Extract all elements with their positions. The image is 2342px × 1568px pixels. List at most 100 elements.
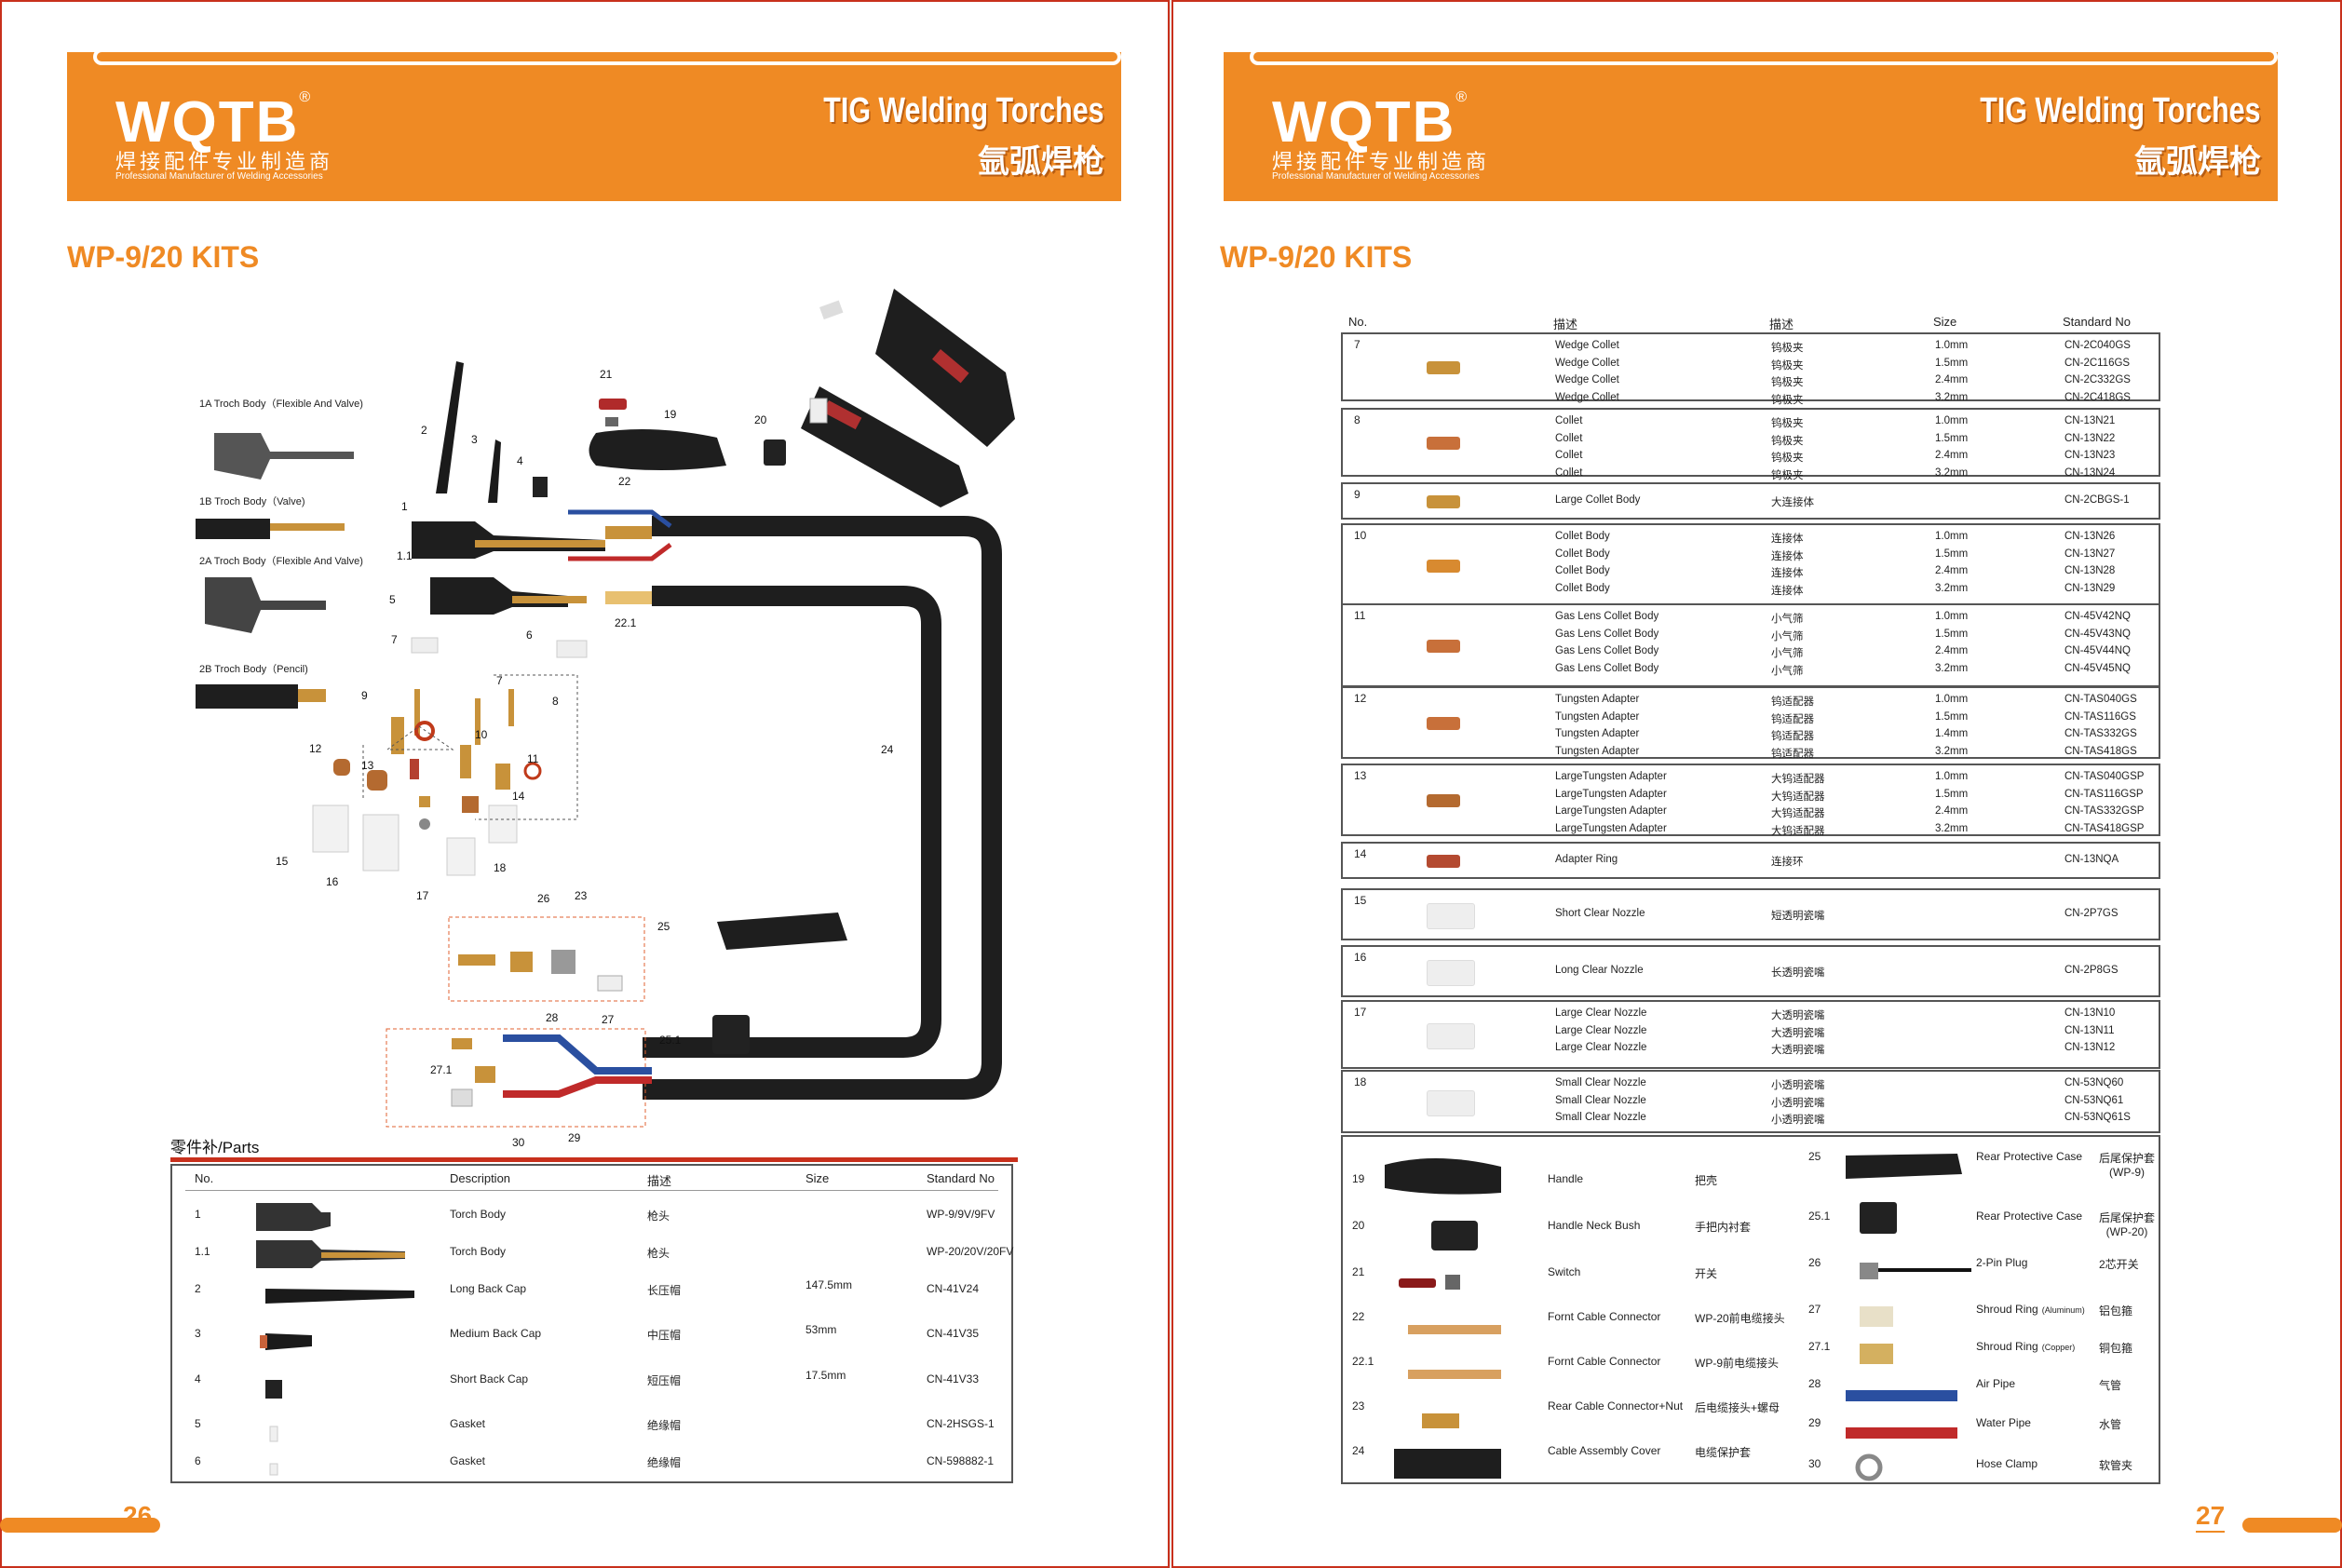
bottom-right-cn-text: 后尾保护套 — [2099, 1211, 2156, 1224]
bottom-right-cn-text: 水管 — [2099, 1418, 2122, 1431]
label-19: 19 — [664, 408, 677, 421]
label-14: 14 — [512, 790, 525, 803]
parts-cell-desc: Medium Back Cap — [450, 1327, 542, 1340]
rtable-cell: LargeTungsten Adapter — [1555, 822, 1667, 834]
diagram-title-2b: 2B Troch Body（Pencil) — [199, 664, 308, 675]
rtable-cell: 小气筛 — [1771, 648, 1804, 659]
rtable-group-no: 13 — [1354, 769, 1367, 782]
rtable-cell: Large Clear Nozzle — [1555, 1007, 1647, 1019]
rtable-cell: CN-45V43NQ — [2064, 628, 2131, 640]
exploded-diagram: 1A Troch Body（Flexible And Valve) 1B Tro… — [168, 279, 1043, 1149]
rtable-cell: 小气筛 — [1771, 665, 1804, 677]
rtable-cell: LargeTungsten Adapter — [1555, 805, 1667, 817]
label-9: 9 — [361, 689, 368, 702]
rtable-cell: CN-13N24 — [2064, 466, 2116, 479]
bottom-right-thumbs — [1846, 1154, 1971, 1481]
rtable-cell: 3.2mm — [1935, 822, 1969, 834]
brand-logo-right: WQTB® — [1272, 89, 1469, 155]
parts-cell-no: 1 — [195, 1208, 201, 1221]
rtable-cell: Small Clear Nozzle — [1555, 1112, 1646, 1123]
rtable-cell: 钨极夹 — [1771, 418, 1804, 429]
rtable-cell: CN-2C040GS — [2064, 340, 2131, 351]
bottom-right-desc-text: Rear Protective Case — [1976, 1210, 2083, 1223]
part-thumbnail — [1427, 903, 1475, 929]
label-21: 21 — [600, 368, 613, 381]
rtable-cell: 连接环 — [1771, 857, 1804, 868]
parts-divider — [170, 1157, 1018, 1162]
bottom-right-cn: 水管 — [2099, 1416, 2121, 1432]
label-24: 24 — [881, 743, 894, 756]
part-thumbnail — [1427, 437, 1460, 450]
parts-cell-std: CN-41V24 — [927, 1282, 980, 1295]
rtable-cell: Collet — [1555, 450, 1583, 461]
bottom-left-desc: Fornt Cable Connector — [1548, 1310, 1661, 1323]
bottom-right-desc-text: 2-Pin Plug — [1976, 1256, 2028, 1269]
rtable-cell: CN-13N23 — [2064, 450, 2116, 461]
bottom-left-cn: WP-9前电缆接头 — [1695, 1357, 1780, 1370]
parts-cell-cn: 枪头 — [647, 1247, 670, 1260]
bottom-left-no: 21 — [1352, 1265, 1365, 1278]
rtable-cell: CN-13NQA — [2064, 854, 2119, 865]
bottom-right-desc: Shroud Ring(Copper) — [1976, 1340, 2075, 1353]
label-17: 17 — [416, 889, 429, 902]
rtable-cell: CN-13N10 — [2064, 1007, 2116, 1019]
rtable-cell: CN-45V42NQ — [2064, 611, 2131, 622]
rtable-cell: CN-53NQ60 — [2064, 1077, 2124, 1088]
rtable-cell: 小透明瓷嘴 — [1771, 1080, 1825, 1091]
bottom-right-cn-text: 软管夹 — [2099, 1459, 2133, 1472]
parts-cell-cn: 绝缘帽 — [647, 1419, 682, 1432]
bottom-left-cn: 手把内衬套 — [1695, 1221, 1752, 1234]
label-20: 20 — [754, 413, 767, 426]
part-thumbnail — [1427, 361, 1460, 374]
label-30: 30 — [512, 1136, 525, 1149]
rtable-header-no: No. — [1348, 315, 1368, 329]
label-27: 27 — [602, 1013, 615, 1026]
bottom-right-no: 28 — [1808, 1377, 1821, 1390]
diagram-drawing — [312, 289, 1015, 1128]
bottom-left-no: 22 — [1352, 1310, 1365, 1323]
part-thumbnail — [1427, 1090, 1475, 1116]
bottom-right-no: 30 — [1808, 1457, 1821, 1470]
bottom-right-desc: 2-Pin Plug — [1976, 1256, 2027, 1269]
bottom-left-cn: WP-20前电缆接头 — [1695, 1312, 1785, 1325]
label-13: 13 — [361, 759, 374, 772]
bottom-right-cn: 铝包箍 — [2099, 1303, 2132, 1318]
catalog-header-right: WQTB® 焊接配件专业制造商 Professional Manufacture… — [1224, 48, 2278, 201]
bottom-right-cn-text: 后尾保护套 — [2099, 1152, 2156, 1165]
bottom-right-cn-text: 铝包箍 — [2099, 1304, 2133, 1318]
rtable-cell: 1.0mm — [1935, 611, 1969, 622]
label-22: 22 — [618, 475, 631, 488]
bottom-right-cn: 软管夹 — [2099, 1457, 2132, 1473]
rtable-cell: 2.4mm — [1935, 645, 1969, 656]
bottom-left-desc: Rear Cable Connector+Nut — [1548, 1399, 1684, 1413]
rtable-cell: CN-13N12 — [2064, 1042, 2116, 1053]
bottom-left-thumbs — [1385, 1157, 1501, 1479]
footer-bar-right — [2242, 1518, 2342, 1533]
rtable-cell: 1.0mm — [1935, 531, 1969, 542]
parts-cell-desc: Gasket — [450, 1417, 486, 1430]
bottom-right-desc-text: Shroud Ring — [1976, 1303, 2038, 1316]
rtable-header-desc: 描述 — [1553, 318, 1578, 331]
parts-cell-desc: Short Back Cap — [450, 1372, 529, 1386]
bottom-left-cn: 后电缆接头+螺母 — [1695, 1401, 1780, 1414]
page-number: 26 — [123, 1501, 153, 1533]
rtable-cell: Wedge Collet — [1555, 340, 1619, 351]
rtable-cell: 小气筛 — [1771, 630, 1804, 642]
rtable-cell: 钨适配器 — [1771, 696, 1814, 708]
